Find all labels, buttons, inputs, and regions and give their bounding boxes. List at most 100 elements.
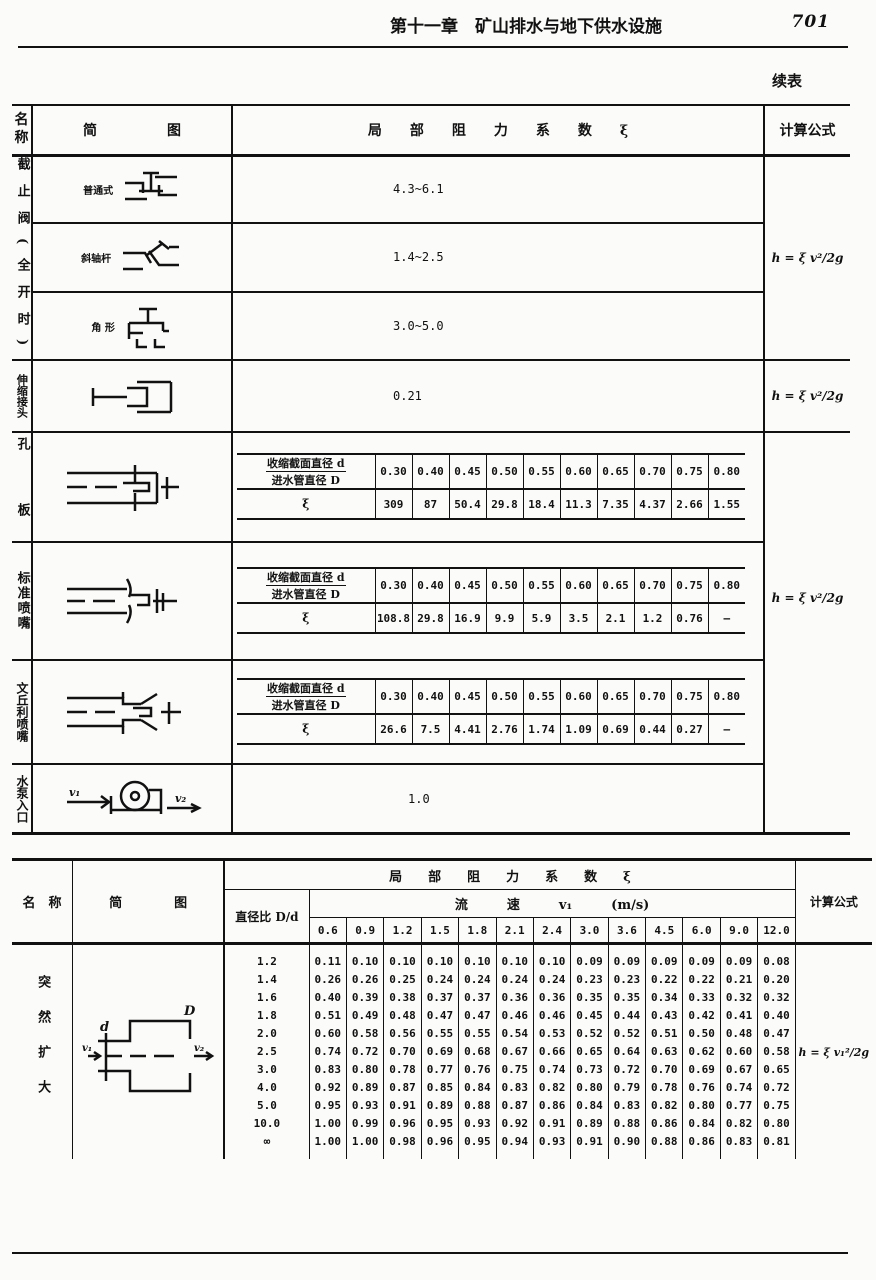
t2-name: 突然扩大 (12, 942, 73, 1159)
ratio-cell: 1.8 (256, 1009, 277, 1022)
value-cell: 0.64 (613, 1045, 641, 1058)
value-cell: 0.08 (763, 955, 790, 968)
value-cell: 0.21 (725, 973, 753, 986)
v2-label: v₂ (175, 792, 186, 805)
value-cell: 0.32 (763, 991, 790, 1004)
value-cell: 0.23 (576, 973, 603, 986)
value-cell: 0.83 (613, 1099, 641, 1112)
t2-header-ratio: 直径比 D/d (223, 889, 310, 945)
ratio-cell: 4.0 (256, 1081, 277, 1094)
t2-header-coef: 局 部 阻 力 系 数 ξ (223, 858, 796, 890)
value-cell: 0.22 (651, 973, 678, 986)
group-name-venturi: 文丘利喷嘴 (12, 659, 33, 765)
value-cell: 0.72 (613, 1063, 641, 1076)
value-cell: 0.89 (576, 1117, 603, 1130)
value-cell: 0.69 (426, 1045, 454, 1058)
value-cell: 0.44 (613, 1009, 641, 1022)
oblique-valve-icon (122, 240, 179, 271)
chapter-title: 第十一章 矿山排水与地下供水设施 (390, 17, 662, 37)
diagram-label: 斜轴杆 (81, 253, 112, 265)
value-cell: 0.74 (725, 1081, 753, 1094)
value-cell: 0.91 (389, 1099, 416, 1112)
value-cell: 0.22 (688, 973, 715, 986)
value-cell: 0.47 (464, 1009, 491, 1022)
value-cell: 0.51 (651, 1027, 678, 1040)
value-cell: 0.83 (501, 1081, 528, 1094)
value-cell: 0.98 (389, 1135, 416, 1148)
value-cell: 0.26 (314, 973, 342, 986)
value-cell: 0.77 (426, 1063, 454, 1076)
value-cell: 0.96 (426, 1135, 454, 1148)
ratio-cell: 1.4 (256, 973, 277, 986)
value-cell: 0.24 (426, 973, 454, 986)
header-rule (18, 46, 848, 48)
header-formula: 计算公式 (764, 104, 850, 157)
value-cell: 0.53 (538, 1027, 566, 1040)
value-cell: 0.25 (389, 973, 416, 986)
value-cell: 0.45 (576, 1009, 603, 1022)
group-name-nozzle: 标准喷嘴 (12, 541, 33, 661)
value-cell: 0.82 (725, 1117, 753, 1130)
ratio-cell: ∞ (263, 1135, 271, 1148)
t2-header-formula: 计算公式 (794, 858, 872, 945)
value-cell: 0.72 (351, 1045, 379, 1058)
value-cell: 0.43 (651, 1009, 678, 1022)
value-cell: 0.38 (389, 991, 416, 1004)
coef-cell: 4.3~6.1 (232, 155, 765, 224)
value-cell: 0.40 (314, 991, 342, 1004)
value-cell: 0.20 (763, 973, 790, 986)
value-cell: 0.60 (314, 1027, 342, 1040)
ratio-cell: 2.0 (256, 1027, 277, 1040)
value-cell: 0.24 (538, 973, 566, 986)
value-cell: 0.85 (426, 1081, 454, 1094)
value-cell: 0.73 (576, 1063, 603, 1076)
value-cell: 0.76 (464, 1063, 491, 1076)
value-cell: 0.67 (501, 1045, 528, 1058)
page-number: 701 (791, 12, 830, 32)
ratio-cell: 1.6 (256, 991, 277, 1004)
value-cell: 0.47 (426, 1009, 454, 1022)
value-cell: 0.50 (688, 1027, 715, 1040)
orifice-plate-icon (67, 464, 179, 511)
value-cell: 1.00 (314, 1117, 342, 1130)
value-cell: 0.78 (389, 1063, 416, 1076)
diagram-cell: 角 形 (32, 292, 233, 361)
value-cell: 0.91 (576, 1135, 603, 1148)
value-cell: 0.09 (576, 955, 603, 968)
value-cell: 0.82 (538, 1081, 566, 1094)
coef-cell: 1.0 (232, 763, 765, 836)
value-cell: 0.84 (688, 1117, 715, 1130)
value-cell: 0.48 (725, 1027, 753, 1040)
value-cell: 0.62 (688, 1045, 715, 1058)
value-cell: 0.65 (763, 1063, 790, 1076)
table2-header-row: 名 称 简 图 局 部 阻 力 系 数 ξ 计算公式 (12, 858, 872, 945)
value-cell: 0.80 (688, 1099, 715, 1112)
value-cell: 0.39 (351, 991, 379, 1004)
diagram-cell: 普通式 (32, 155, 233, 224)
value-cell: 0.09 (725, 955, 753, 968)
value-cell: 0.36 (538, 991, 566, 1004)
ratio-cell: 10.0 (253, 1117, 281, 1130)
value-cell: 0.90 (613, 1135, 641, 1148)
D-label: D (183, 1004, 196, 1019)
value-cell: 0.10 (389, 955, 416, 968)
value-cell: 0.48 (389, 1009, 416, 1022)
value-cell: 0.75 (501, 1063, 528, 1076)
expansion-joint-icon (91, 380, 173, 414)
value-cell: 0.24 (501, 973, 528, 986)
value-cell: 0.95 (314, 1099, 342, 1112)
page-header: 第十一章 矿山排水与地下供水设施 701 (390, 12, 830, 37)
coef-cell: 0.21 (232, 359, 765, 433)
table-row: 角 形 3.0~5.0 (12, 292, 850, 361)
